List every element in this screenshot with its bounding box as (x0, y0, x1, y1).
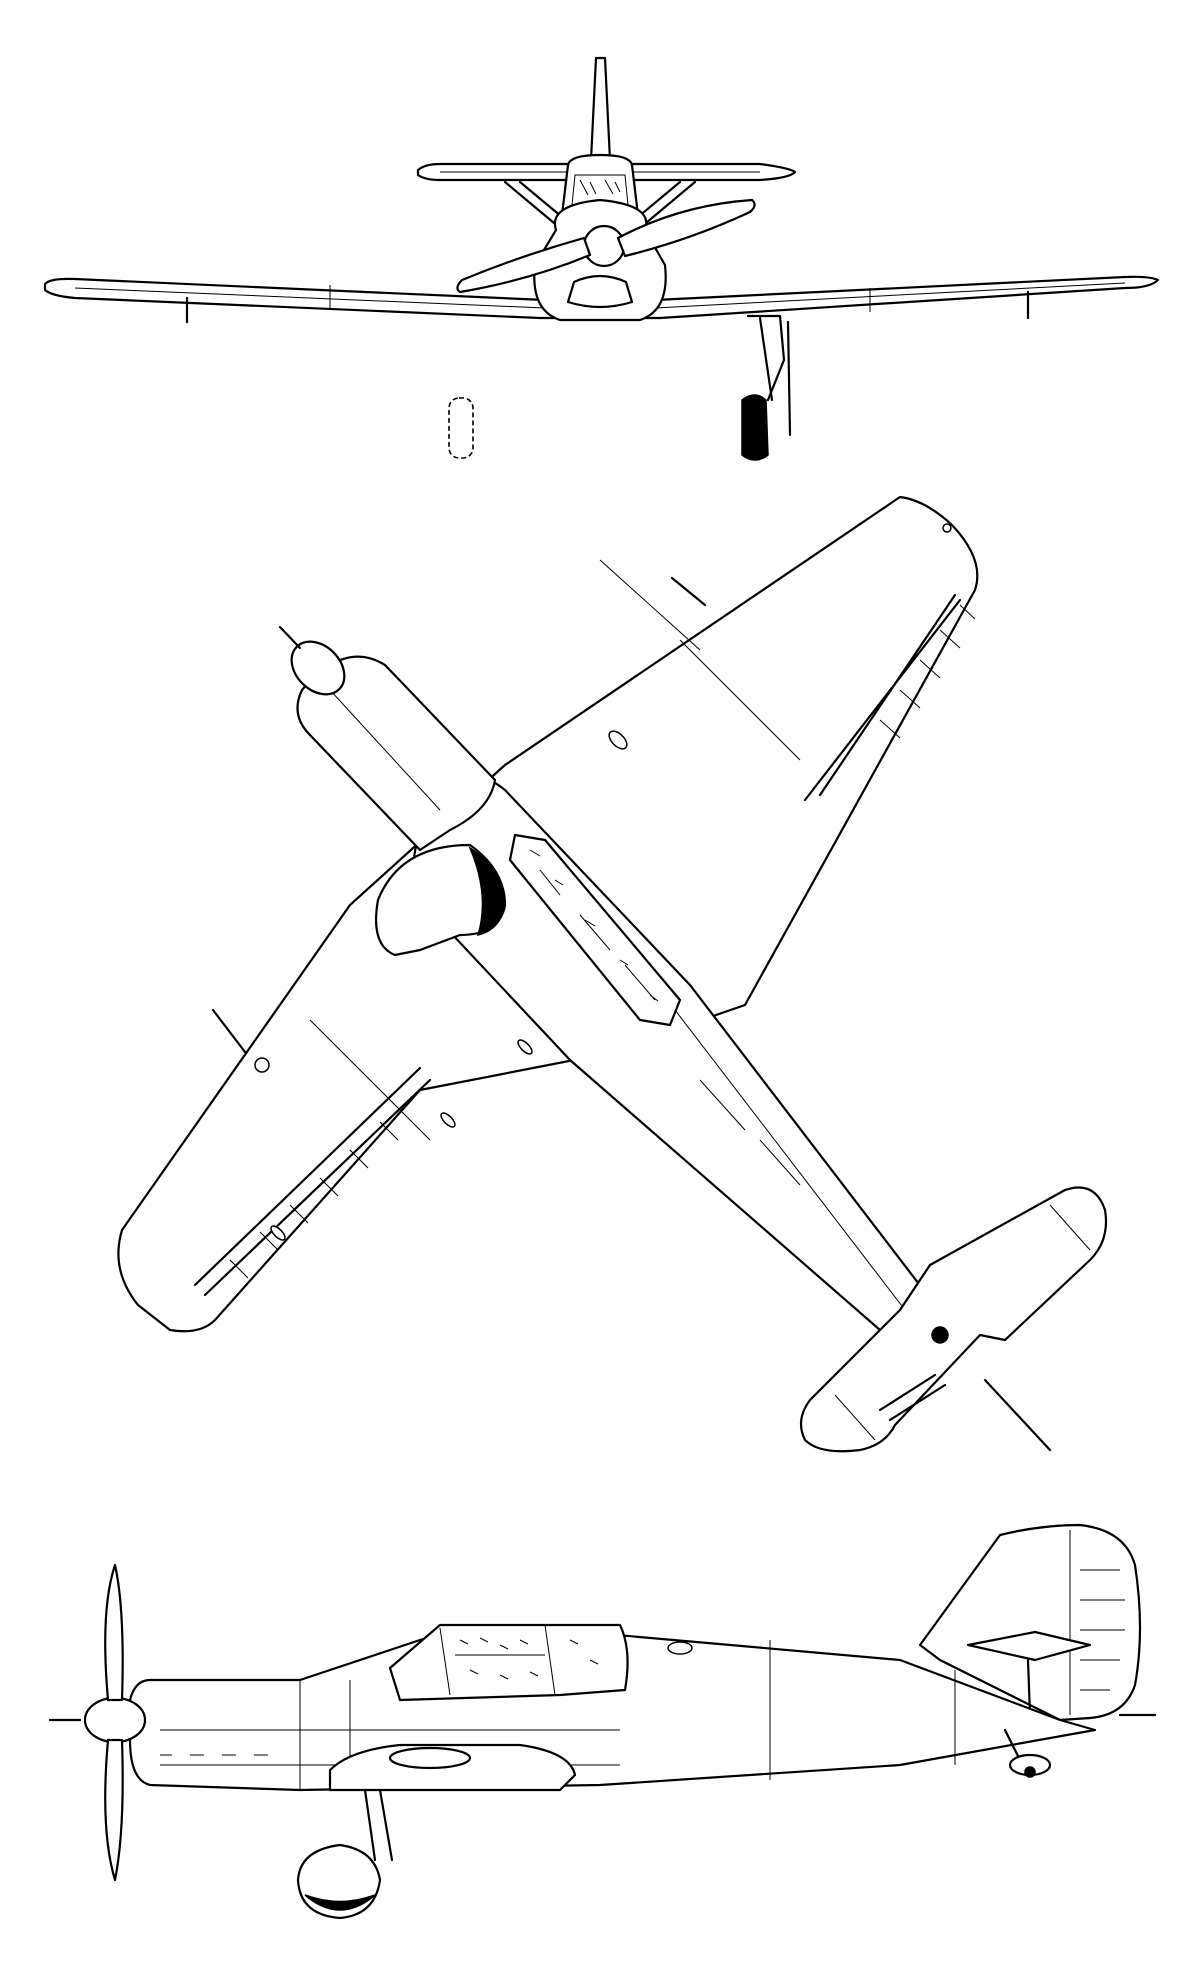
side-spinner (85, 1698, 145, 1742)
front-canopy (562, 155, 638, 215)
plan-intake-mouth (470, 848, 505, 935)
front-wing (45, 277, 1158, 318)
plan-canopy (510, 835, 680, 1025)
side-tailplane (968, 1632, 1090, 1660)
front-air-intake (568, 276, 632, 307)
front-view (45, 58, 1158, 460)
front-spinner (584, 226, 624, 266)
side-fin (920, 1525, 1140, 1720)
plan-tailplane (801, 1188, 1106, 1452)
front-main-wheel (742, 395, 768, 460)
front-fin (591, 58, 610, 160)
plan-spinner (281, 631, 355, 705)
plan-view (118, 497, 1106, 1451)
side-propeller-blade-upper (105, 1565, 122, 1700)
side-propeller-blade-lower (105, 1740, 122, 1880)
front-propeller-blade-upper (618, 200, 755, 256)
front-tailwheel-dashed (449, 398, 473, 458)
side-view (50, 1525, 1155, 1918)
front-propeller-blade-lower (457, 238, 590, 292)
plan-cowling (298, 657, 496, 850)
side-canopy (390, 1625, 628, 1700)
